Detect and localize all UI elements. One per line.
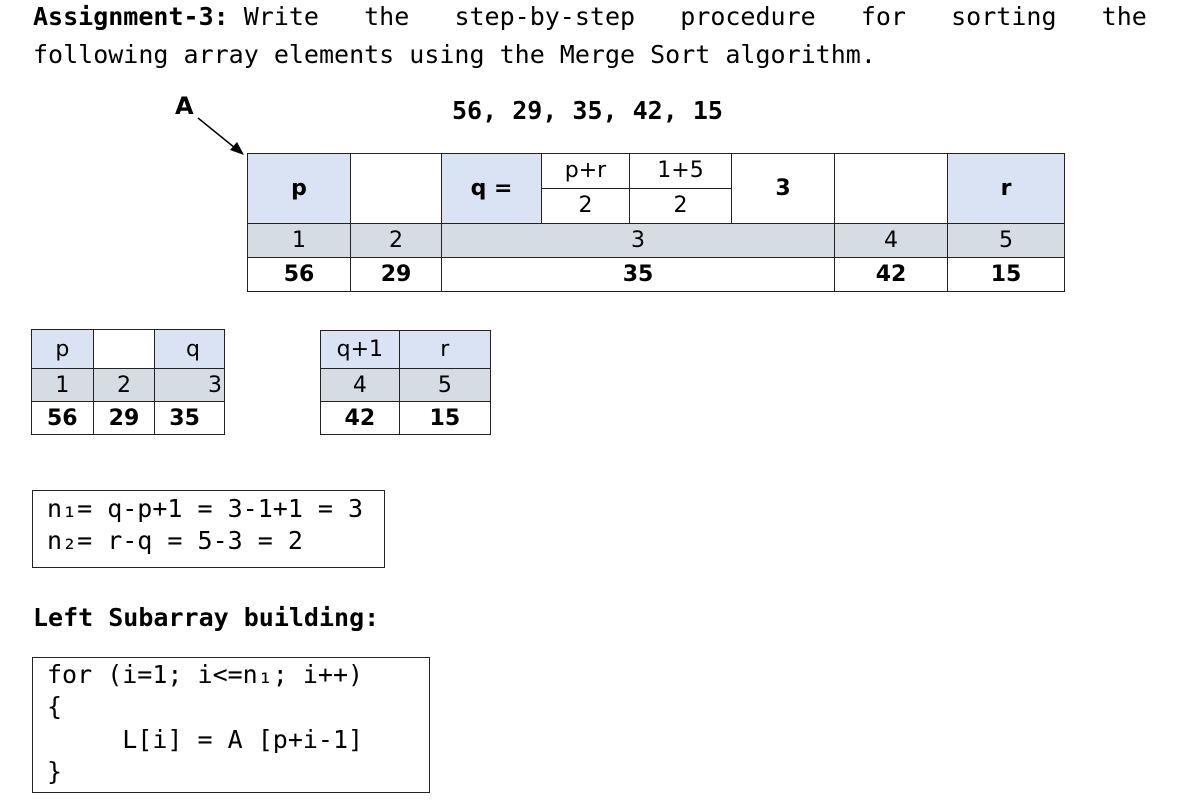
code-line: L[i] = A [p+i-1] — [47, 725, 364, 754]
header-row: q+1 r — [320, 330, 492, 369]
index-cell: 3 — [441, 223, 835, 258]
index-cell: 3 — [154, 368, 225, 402]
right-subarray-table: q+1 r 4 5 42 15 — [320, 330, 492, 435]
q-header-cell: q — [154, 329, 225, 369]
section-heading: Left Subarray building: — [33, 603, 380, 632]
r-header-cell: r — [398, 330, 492, 369]
value-cell: 29 — [350, 257, 442, 292]
value-row: 56 29 35 42 15 — [247, 257, 1065, 292]
value-cell: 15 — [398, 401, 492, 435]
empty-header-cell — [92, 329, 156, 369]
fraction-2-denominator: 2 — [673, 193, 688, 218]
fraction-1-denominator: 2 — [578, 193, 593, 218]
index-cell: 2 — [350, 223, 442, 258]
left-subarray-table: p q 1 2 3 56 29 35 — [31, 329, 225, 435]
index-cell: 4 — [320, 368, 400, 402]
fraction-cell-1: p+r 2 — [541, 153, 630, 224]
index-cell: 4 — [834, 223, 948, 258]
subarray-sizes-box: n₁= q-p+1 = 3-1+1 = 3 n₂= r-q = 5-3 = 2 — [32, 490, 385, 568]
value-cell: 15 — [947, 257, 1065, 292]
pointer-arrow-icon — [197, 117, 244, 155]
array-values: 56, 29, 35, 42, 15 — [452, 96, 723, 125]
n1-formula: n₁= q-p+1 = 3-1+1 = 3 — [47, 494, 364, 523]
index-row: 1 2 3 — [31, 368, 225, 402]
fraction-1-numerator: p+r — [542, 154, 629, 189]
p-header-cell: p — [247, 153, 351, 224]
value-cell: 29 — [92, 401, 156, 435]
value-cell: 56 — [247, 257, 351, 292]
r-header-cell: r — [947, 153, 1065, 224]
empty-header-cell-2 — [834, 153, 948, 224]
header-row: p q — [31, 329, 225, 369]
index-cell: 5 — [398, 368, 492, 402]
q-value-cell: 3 — [731, 153, 835, 224]
code-line: { — [47, 692, 63, 721]
fraction-cell-2: 1+5 2 — [629, 153, 732, 224]
code-line: } — [47, 757, 63, 786]
value-cell: 56 — [31, 401, 94, 435]
code-box: for (i=1; i<=n₁; i++) { L[i] = A [p+i-1]… — [32, 657, 430, 793]
value-cell: 35 — [154, 401, 225, 435]
p-header-cell: p — [31, 329, 94, 369]
q-equals-cell: q = — [441, 153, 542, 224]
index-row: 1 2 3 4 5 — [247, 223, 1065, 258]
assignment-text: Write the step-by-step procedure for sor… — [228, 2, 1147, 31]
fraction-2-numerator: 1+5 — [630, 154, 731, 189]
code-line: for (i=1; i<=n₁; i++) — [47, 660, 364, 689]
assignment-title-line-1: Assignment-3: Write the step-by-step pro… — [33, 0, 1147, 36]
assignment-label: Assignment-3: — [33, 2, 229, 31]
value-row: 56 29 35 — [31, 401, 225, 435]
value-cell: 42 — [834, 257, 948, 292]
index-cell: 1 — [247, 223, 351, 258]
index-row: 4 5 — [320, 368, 492, 402]
empty-header-cell — [350, 153, 442, 224]
main-array-table: p q = p+r 2 1+5 2 3 r 1 2 3 4 5 56 29 35… — [247, 153, 1065, 292]
n2-formula: n₂= r-q = 5-3 = 2 — [47, 526, 303, 555]
array-label: A — [175, 92, 194, 120]
index-cell: 2 — [92, 368, 156, 402]
value-cell: 42 — [320, 401, 400, 435]
value-row: 42 15 — [320, 401, 492, 435]
index-cell: 1 — [31, 368, 94, 402]
value-cell: 35 — [441, 257, 835, 292]
q-plus-1-header-cell: q+1 — [320, 330, 400, 369]
assignment-title-line-2: following array elements using the Merge… — [33, 40, 876, 69]
index-cell: 5 — [947, 223, 1065, 258]
header-row: p q = p+r 2 1+5 2 3 r — [247, 153, 1065, 224]
